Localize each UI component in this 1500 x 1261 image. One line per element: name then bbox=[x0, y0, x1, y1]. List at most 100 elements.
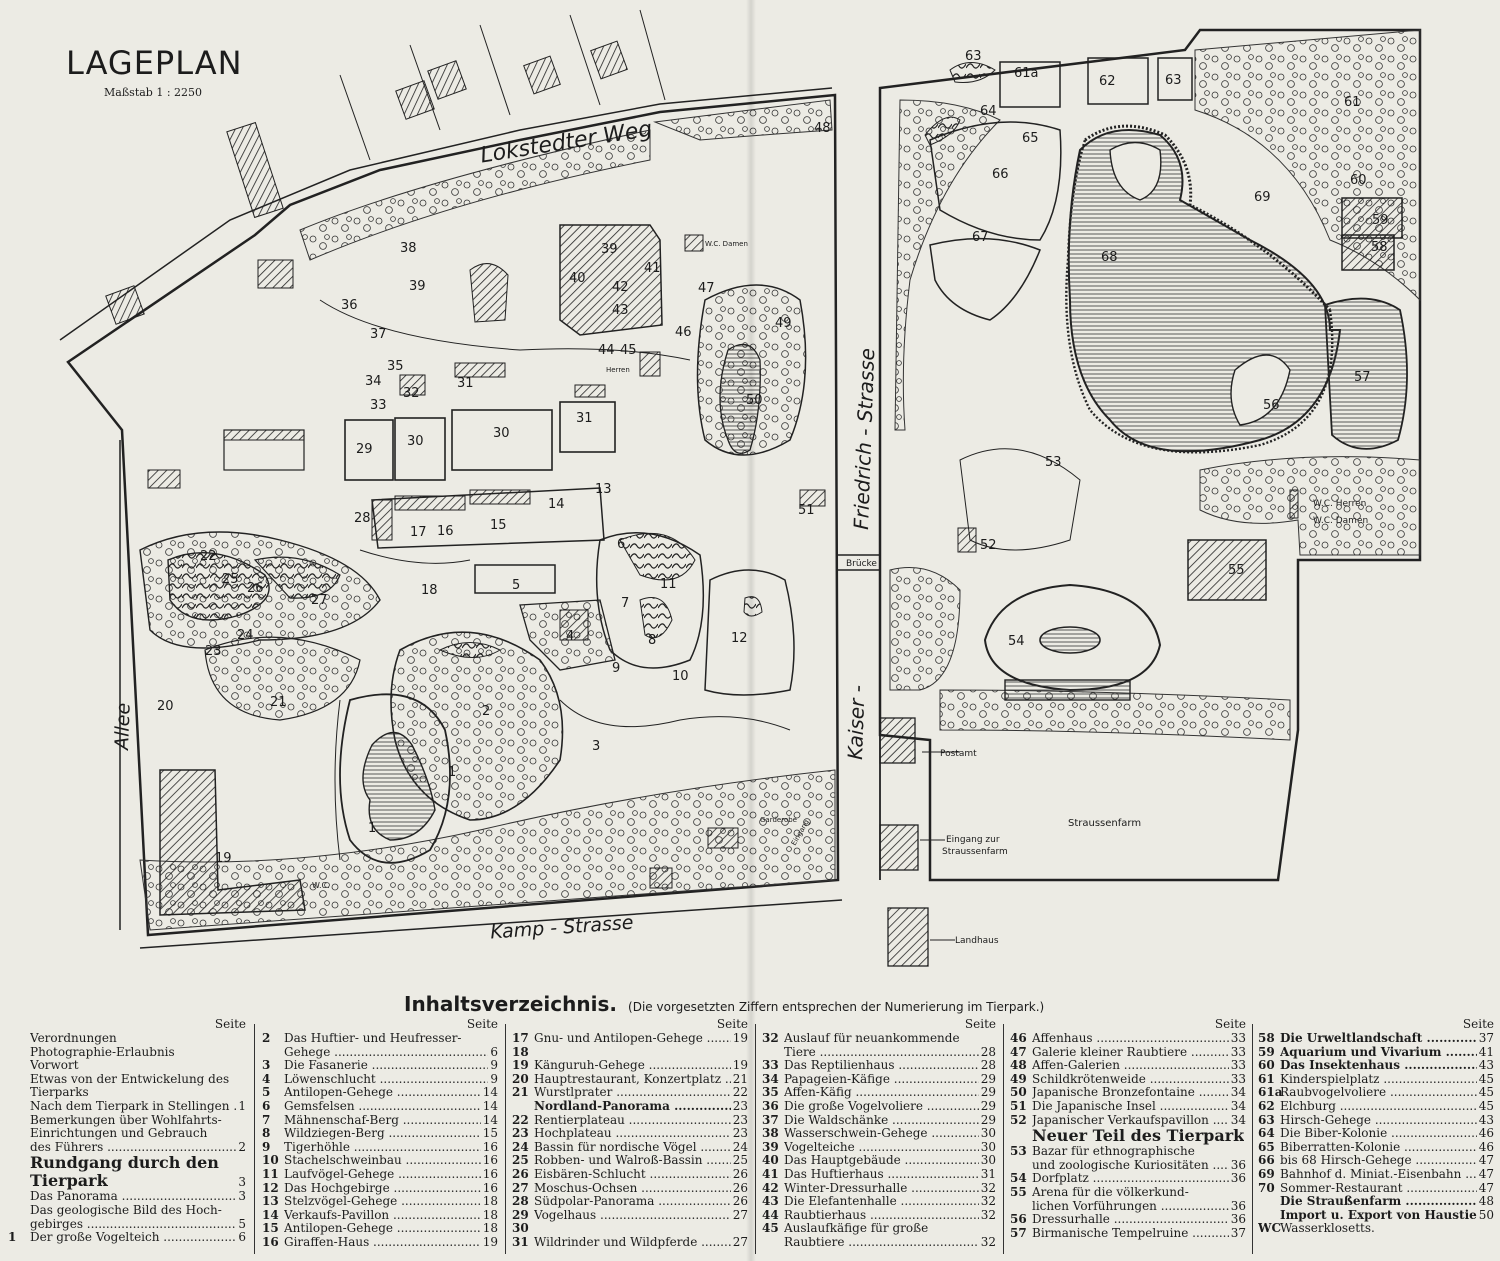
entry-title: Photographie-Erlaubnis bbox=[30, 1045, 175, 1059]
enclosure-number: 21 bbox=[270, 695, 287, 710]
entry-number: 32 bbox=[762, 1032, 779, 1045]
entry-title: Die Straußenfarm bbox=[1280, 1195, 1477, 1209]
entry-number: 46 bbox=[1010, 1032, 1027, 1045]
page-column-header: Seite bbox=[964, 1017, 996, 1031]
entry-title: Wasserschwein-Gehege bbox=[784, 1127, 979, 1141]
entry-number: 50 bbox=[1010, 1086, 1027, 1100]
entry-page: 5 bbox=[238, 1217, 246, 1231]
enclosure-number: 15 bbox=[490, 518, 507, 533]
entry-title: Tierpark bbox=[30, 1172, 108, 1191]
enclosure-number: 52 bbox=[980, 538, 997, 553]
column-divider bbox=[1252, 1024, 1253, 1254]
entry-number: 49 bbox=[1010, 1072, 1027, 1086]
label-herren: Herren bbox=[606, 366, 630, 374]
label-eingang-straussenfarm: Straussenfarm bbox=[942, 847, 1008, 857]
index-entry: 46Affenhaus33 bbox=[1010, 1032, 1246, 1046]
entry-page: 36 bbox=[1230, 1158, 1246, 1172]
enclosure-number: 45 bbox=[620, 343, 637, 358]
entry-number: 62 bbox=[1258, 1099, 1275, 1113]
entry-title: Das geologische Bild des Hoch- bbox=[30, 1203, 222, 1217]
entry-page: 36 bbox=[1230, 1199, 1246, 1213]
entry-number: 20 bbox=[512, 1072, 529, 1086]
index-entry: 9Tigerhöhle16 bbox=[262, 1141, 498, 1155]
index-entry: Das Panorama3 bbox=[8, 1190, 246, 1204]
entry-number: 52 bbox=[1010, 1113, 1027, 1127]
entry-title: Tigerhöhle bbox=[284, 1141, 481, 1155]
entry-page: 19 bbox=[732, 1059, 748, 1073]
enclosure-number: 5 bbox=[512, 578, 520, 593]
enclosure-number: 24 bbox=[237, 628, 254, 643]
enclosure-number: 64 bbox=[980, 104, 997, 119]
entry-number: 54 bbox=[1010, 1172, 1027, 1186]
entry-title: Sommer-Restaurant bbox=[1280, 1182, 1477, 1196]
entry-title: Affen-Käfig bbox=[784, 1086, 979, 1100]
map-title: LAGEPLAN bbox=[66, 44, 243, 82]
entry-number: 70 bbox=[1258, 1181, 1275, 1195]
enclosure-number: 42 bbox=[612, 280, 629, 295]
entry-page: 36 bbox=[1230, 1213, 1246, 1227]
entry-number: 41 bbox=[762, 1167, 779, 1181]
enclosure-number: 53 bbox=[1045, 455, 1062, 470]
enclosure-number: 62 bbox=[1099, 74, 1116, 89]
entry-title: Robben- und Walroß-Bassin bbox=[534, 1154, 731, 1168]
entry-page: 41 bbox=[1478, 1045, 1494, 1059]
entry-page: 14 bbox=[482, 1086, 498, 1100]
enclosure-number: 68 bbox=[1101, 250, 1118, 265]
index-entry: 54Dorfplatz36 bbox=[1010, 1172, 1246, 1186]
entry-title: Elchburg bbox=[1280, 1100, 1477, 1114]
index-entry: 39Vogelteiche30 bbox=[762, 1141, 996, 1155]
entry-title: bis 68 Hirsch-Gehege bbox=[1280, 1154, 1477, 1168]
entry-title: Etwas von der Entwickelung des bbox=[30, 1072, 230, 1086]
index-entry: Raubtiere32 bbox=[762, 1236, 996, 1250]
entry-page: 29 bbox=[980, 1113, 996, 1127]
entry-title: Eisbären-Schlucht bbox=[534, 1168, 731, 1182]
enclosure-number: 3 bbox=[592, 739, 600, 754]
entry-title: Mähnenschaf-Berg bbox=[284, 1114, 481, 1128]
enclosure-number: 69 bbox=[1254, 190, 1271, 205]
enclosure-number: 61 bbox=[1344, 95, 1361, 110]
entry-title: Das Hochgebirge bbox=[284, 1182, 481, 1196]
entry-number: 6 bbox=[262, 1099, 271, 1113]
entry-number: 38 bbox=[762, 1127, 779, 1141]
entry-page: 47 bbox=[1478, 1154, 1494, 1168]
entry-page: 47 bbox=[1478, 1167, 1494, 1181]
entry-number: 65 bbox=[1258, 1140, 1275, 1154]
enclosure-number: 50 bbox=[746, 393, 763, 408]
entry-number: 28 bbox=[512, 1195, 529, 1209]
entry-page: 23 bbox=[732, 1099, 748, 1113]
entry-number: 59 bbox=[1258, 1045, 1275, 1059]
enclosure-number: 39 bbox=[601, 242, 618, 257]
entry-title: Wildziegen-Berg bbox=[284, 1127, 481, 1141]
entry-number: 51 bbox=[1010, 1099, 1027, 1113]
entry-title: Die Urweltlandschaft bbox=[1280, 1032, 1477, 1046]
entry-title: Das Insektenhaus bbox=[1280, 1059, 1477, 1073]
entry-title: Bahnhof d. Miniat.-Eisenbahn bbox=[1280, 1168, 1477, 1182]
entry-number: 64 bbox=[1258, 1127, 1275, 1141]
entry-number: 25 bbox=[512, 1154, 529, 1168]
page-fold bbox=[746, 0, 756, 1261]
entry-page: 25 bbox=[732, 1154, 748, 1168]
entry-title: Antilopen-Gehege bbox=[284, 1222, 481, 1236]
entry-page: 18 bbox=[482, 1222, 498, 1236]
enclosure-number: 11 bbox=[660, 577, 677, 592]
entry-number: 7 bbox=[262, 1113, 271, 1127]
enclosure-number: 30 bbox=[407, 434, 424, 449]
enclosure-number: 51 bbox=[798, 503, 815, 518]
entry-page: 43 bbox=[1478, 1113, 1494, 1127]
entry-number: 2 bbox=[262, 1032, 271, 1045]
